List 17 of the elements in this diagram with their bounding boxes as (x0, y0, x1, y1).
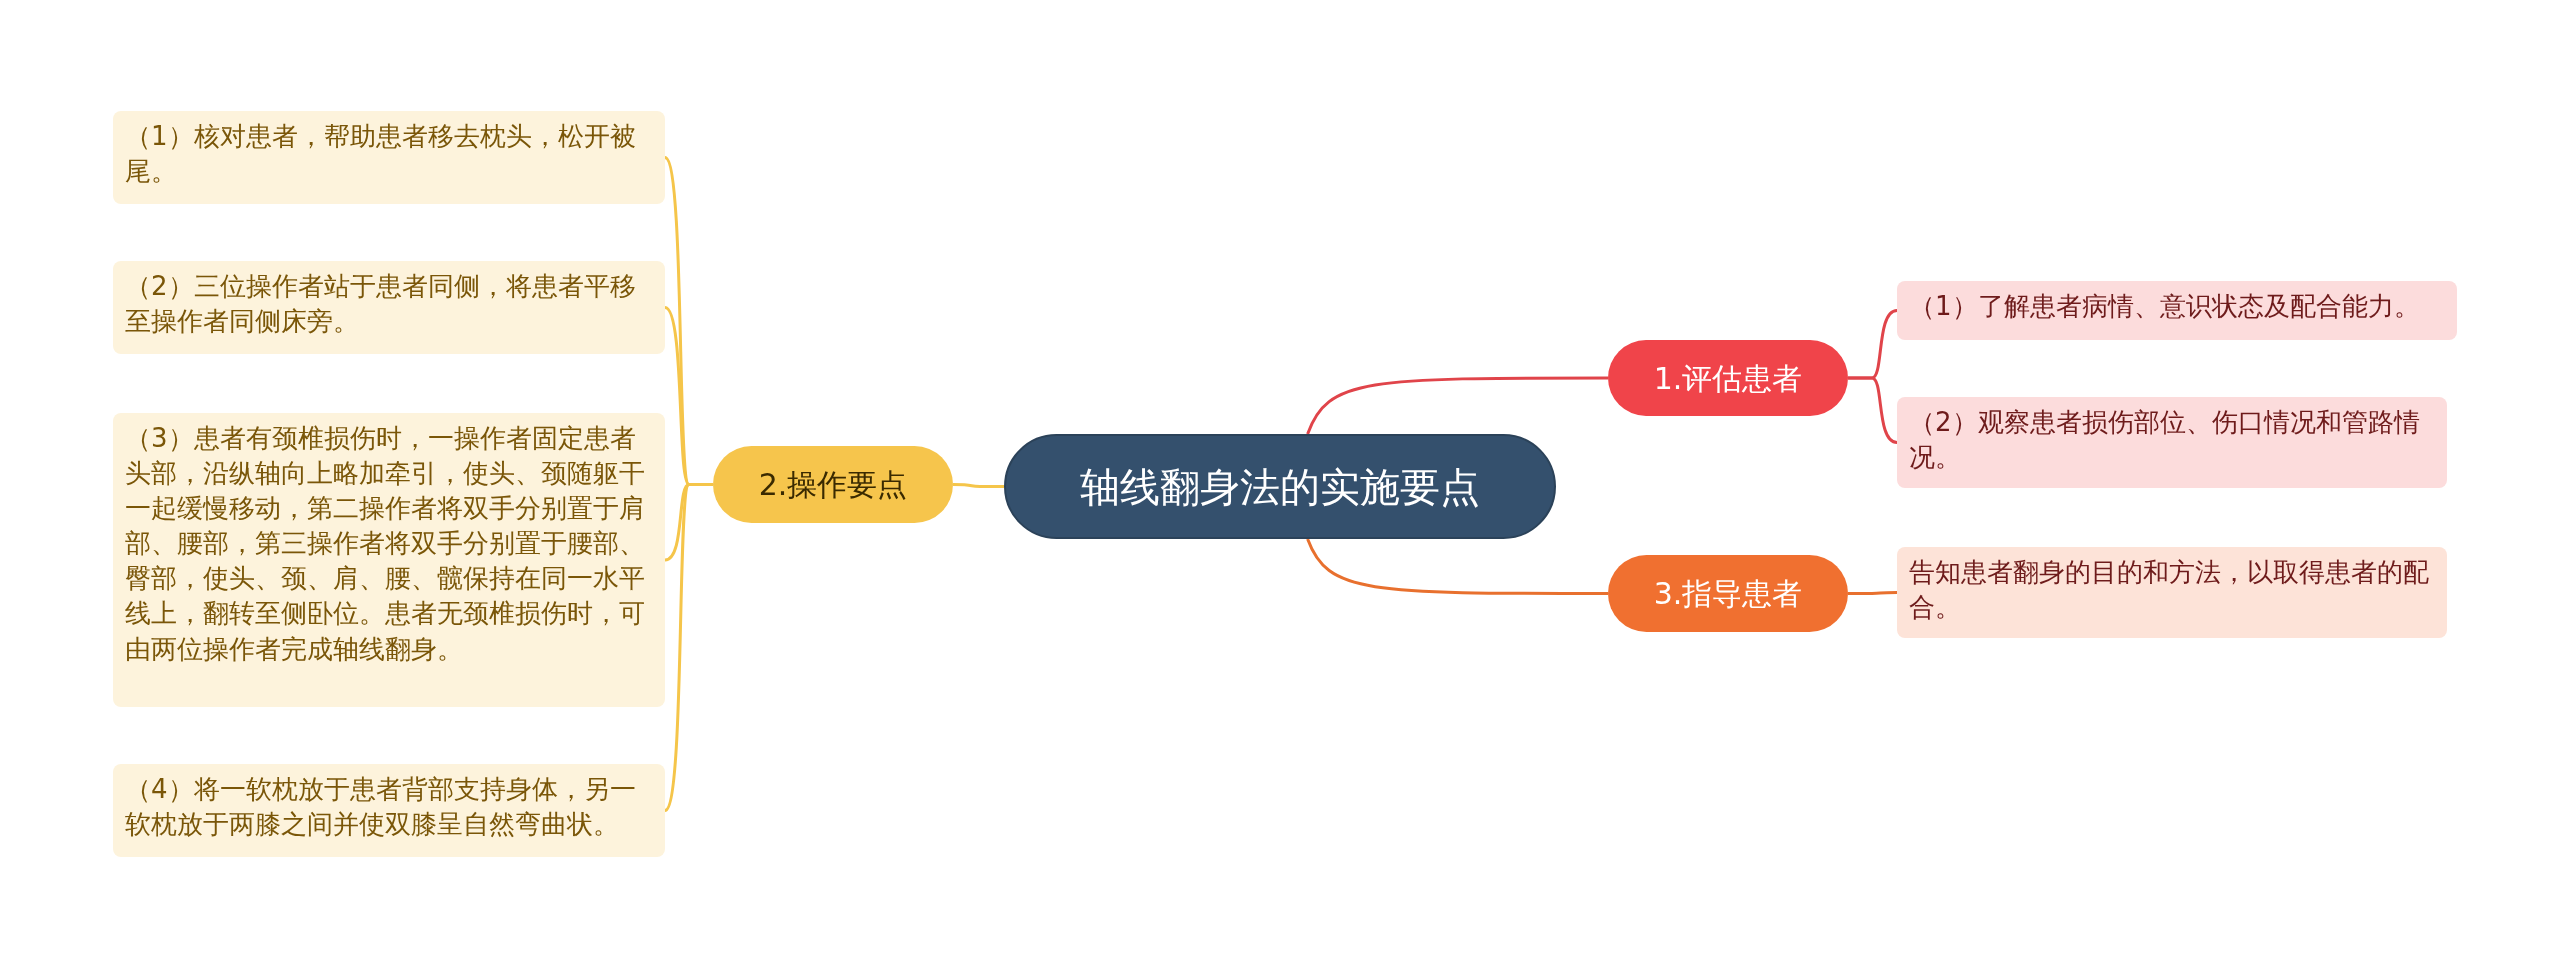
connector-line (663, 483, 713, 812)
leaf-topic-card: （1）核对患者，帮助患者移去枕头，松开被尾。 (113, 111, 665, 204)
branch-topic-pill: 2.操作要点 (713, 446, 953, 523)
branch-topic-pill: 1.评估患者 (1608, 340, 1848, 416)
leaf-topic-card: （2）三位操作者站于患者同侧，将患者平移至操作者同侧床旁。 (113, 261, 665, 354)
root-topic-pill: 轴线翻身法的实施要点 (1004, 434, 1556, 539)
connector-line (1848, 591, 1897, 595)
connector-line (1848, 376, 1898, 444)
leaf-topic-card: （2）观察患者损伤部位、伤口情况和管路情况。 (1897, 397, 2447, 488)
connector-line (1306, 376, 1608, 435)
connector-line (1306, 538, 1608, 595)
branch-topic-pill: 3.指导患者 (1608, 555, 1848, 632)
leaf-topic-card: （1）了解患者病情、意识状态及配合能力。 (1897, 281, 2457, 340)
connector-line (953, 483, 1004, 488)
leaf-topic-card: 告知患者翻身的目的和方法，以取得患者的配合。 (1897, 547, 2447, 638)
leaf-topic-card: （4）将一软枕放于患者背部支持身体，另一软枕放于两膝之间并使双膝呈自然弯曲状。 (113, 764, 665, 857)
leaf-topic-card: （3）患者有颈椎损伤时，一操作者固定患者头部，沿纵轴向上略加牵引，使头、颈随躯干一起缓慢移动，第二操作者将双手分别置于肩部、腰部，第三操作者将双手分别置于腰部、臀部，使头、颈、肩、腰、髋保持在同一水平线上，翻转至侧卧位。患者无颈椎损伤时，可由两位操作者完成轴线翻身。 (113, 413, 665, 707)
